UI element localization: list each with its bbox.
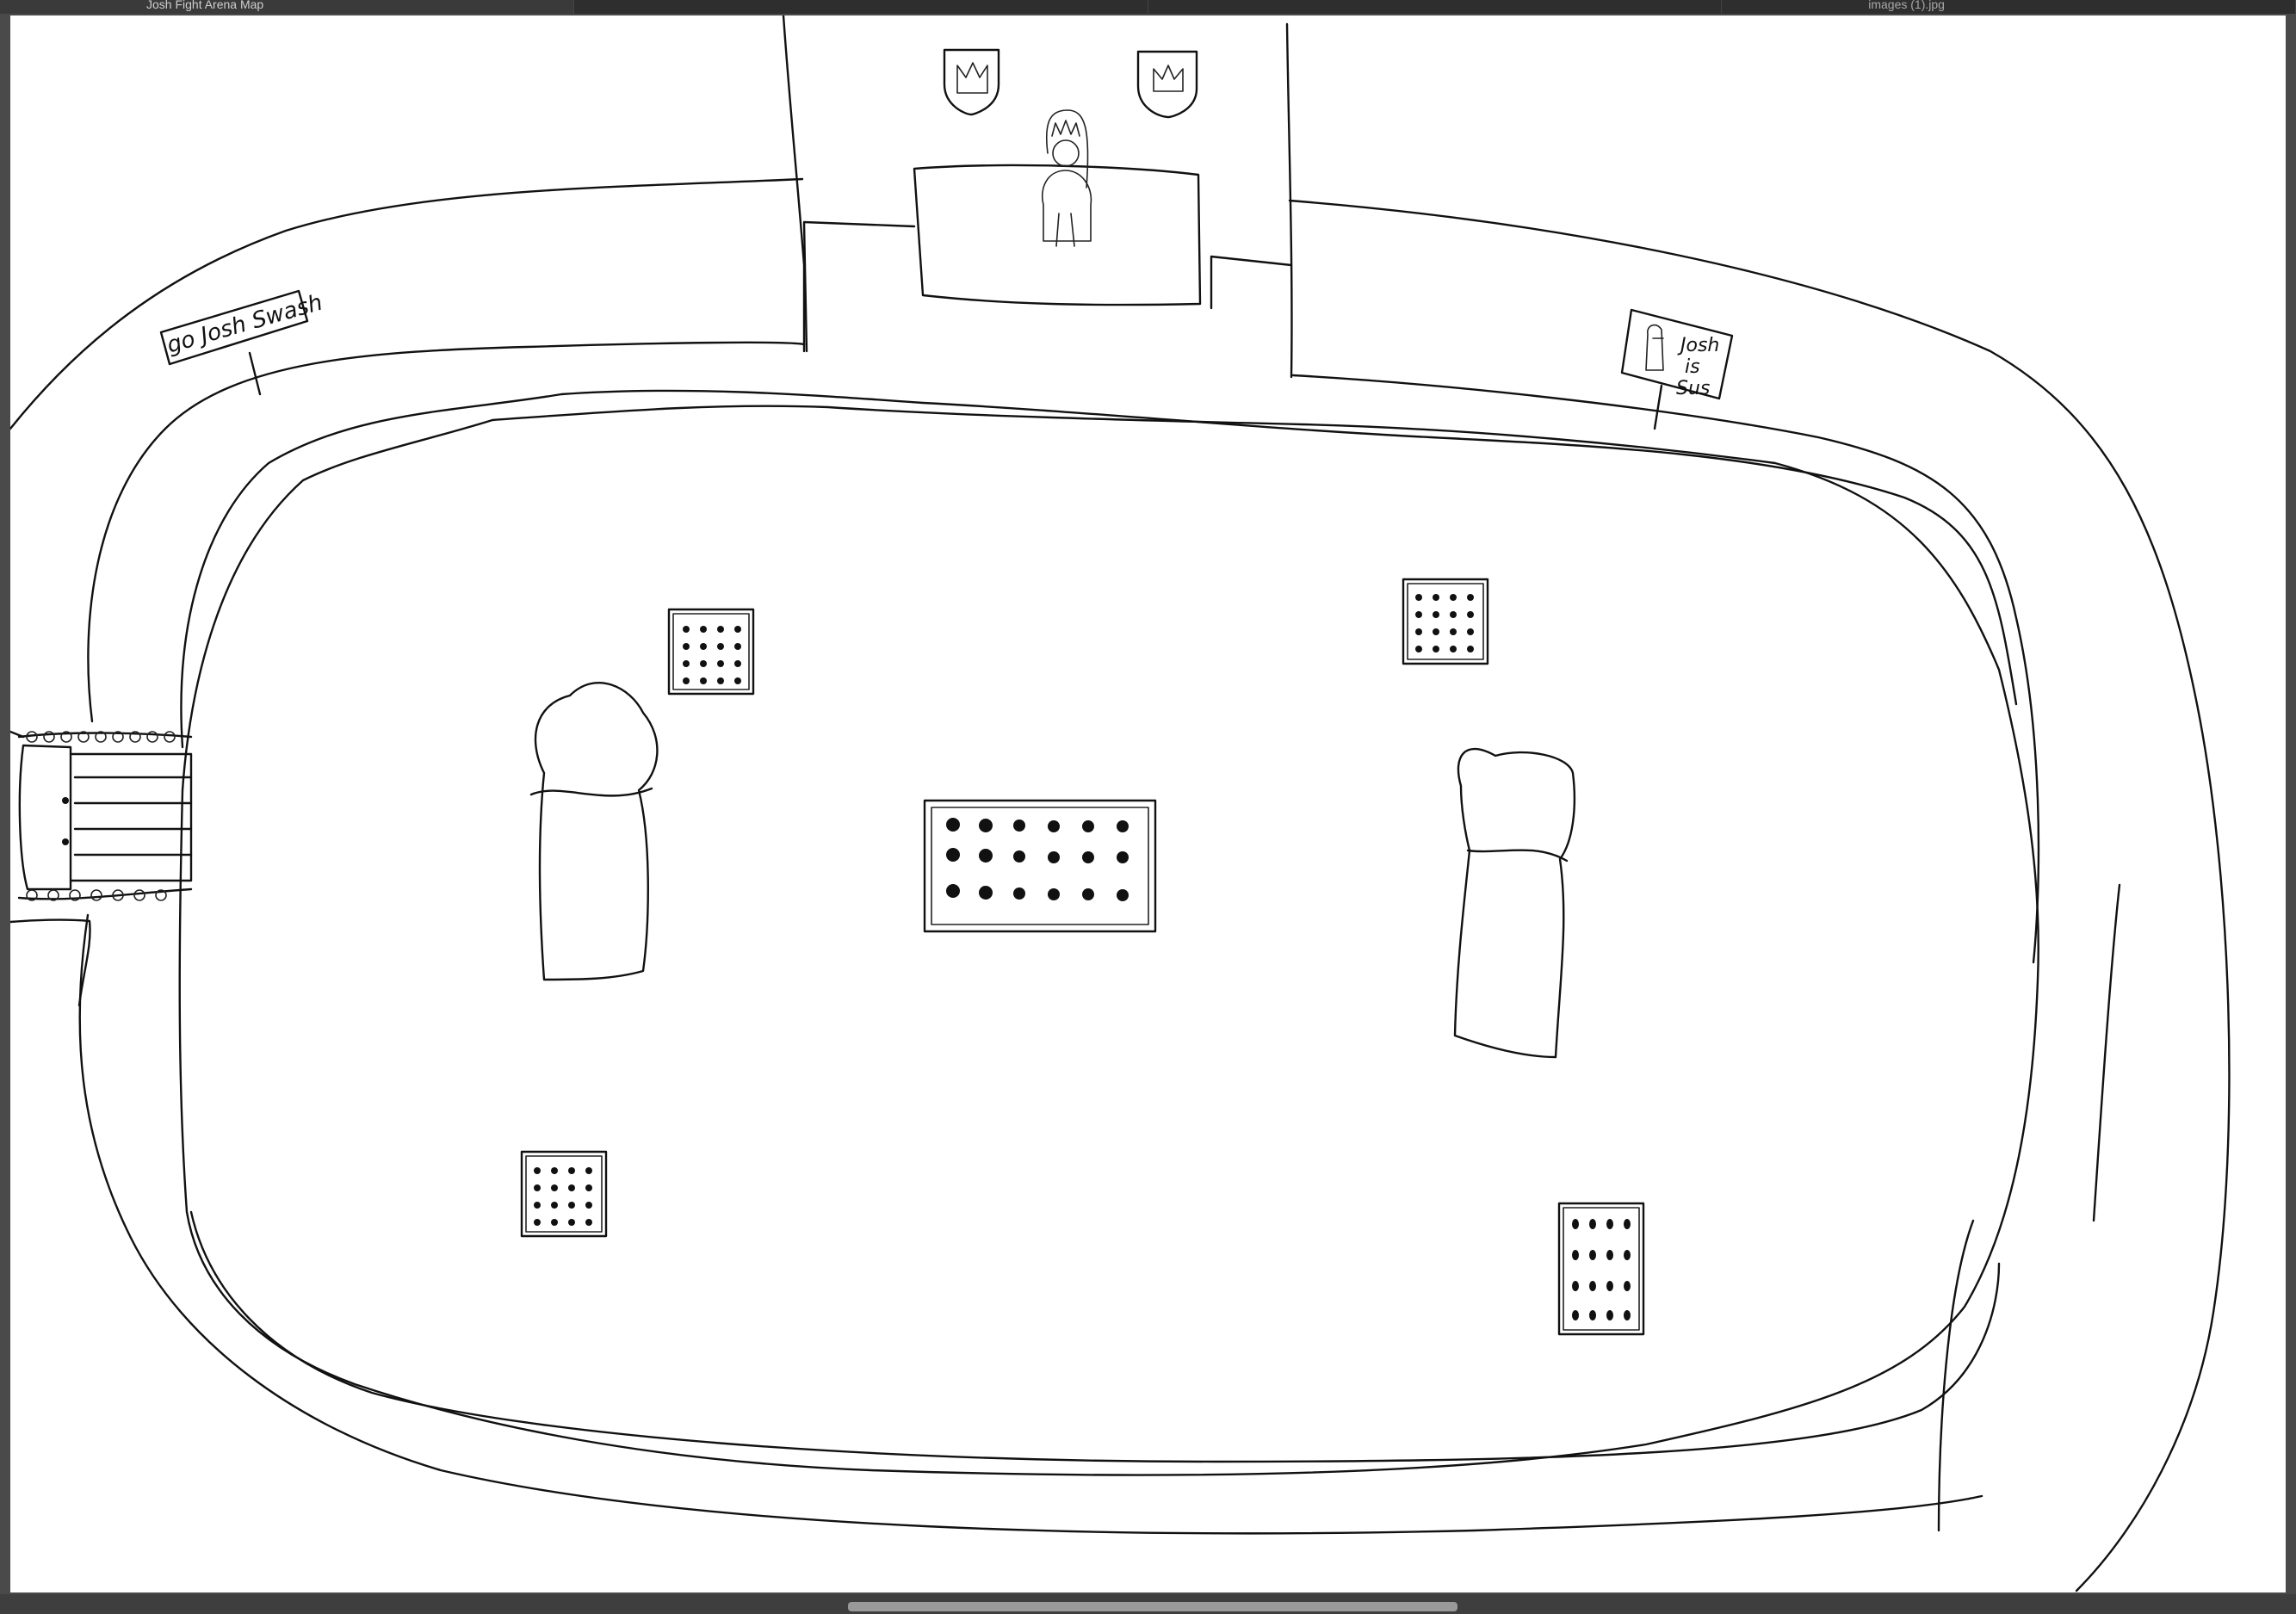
arena-gate[interactable] xyxy=(19,732,191,900)
entrance-passage xyxy=(10,732,90,1005)
drawing-canvas[interactable]: go Josh Swash Josh is Sus xyxy=(10,15,2286,1592)
sign-go-josh: go Josh Swash xyxy=(161,290,325,394)
svg-text:Josh: Josh xyxy=(1677,335,1719,356)
horizontal-scrollbar[interactable] xyxy=(0,1594,2296,1614)
rock-pillar-right xyxy=(1455,749,1575,1057)
grate-top-right xyxy=(1403,579,1488,664)
svg-text:is: is xyxy=(1685,356,1700,378)
tab-map[interactable]: Josh Fight Arena Map xyxy=(0,0,574,14)
grate-bottom-left xyxy=(522,1152,606,1236)
throne-building xyxy=(783,15,1291,377)
grate-top-left xyxy=(669,609,753,694)
sign-josh-is-sus: Josh is Sus xyxy=(1622,310,1732,429)
arena-boundary xyxy=(180,406,2039,1475)
grate-center xyxy=(925,801,1155,931)
tab-images[interactable]: images (1).jpg xyxy=(1722,0,2296,14)
track-line-3 xyxy=(181,391,2016,747)
track-line-2 xyxy=(88,343,2120,1531)
crewmate-icon xyxy=(1646,325,1663,370)
tab-3[interactable] xyxy=(1148,0,1723,14)
tab-bar: Josh Fight Arena Map images (1).jpg xyxy=(0,0,2296,14)
king-figure xyxy=(1043,110,1092,246)
scrollbar-thumb[interactable] xyxy=(848,1602,1457,1611)
svg-text:Sus: Sus xyxy=(1676,378,1710,399)
tab-2[interactable] xyxy=(574,0,1148,14)
crown-banner-icon xyxy=(944,50,999,114)
track-line-3-bottom xyxy=(191,1212,1999,1462)
grate-bottom-right xyxy=(1559,1203,1643,1334)
rock-pillar-left xyxy=(531,683,657,980)
track-line-2-left xyxy=(80,915,1982,1533)
crown-banner-icon-2 xyxy=(1138,52,1197,117)
